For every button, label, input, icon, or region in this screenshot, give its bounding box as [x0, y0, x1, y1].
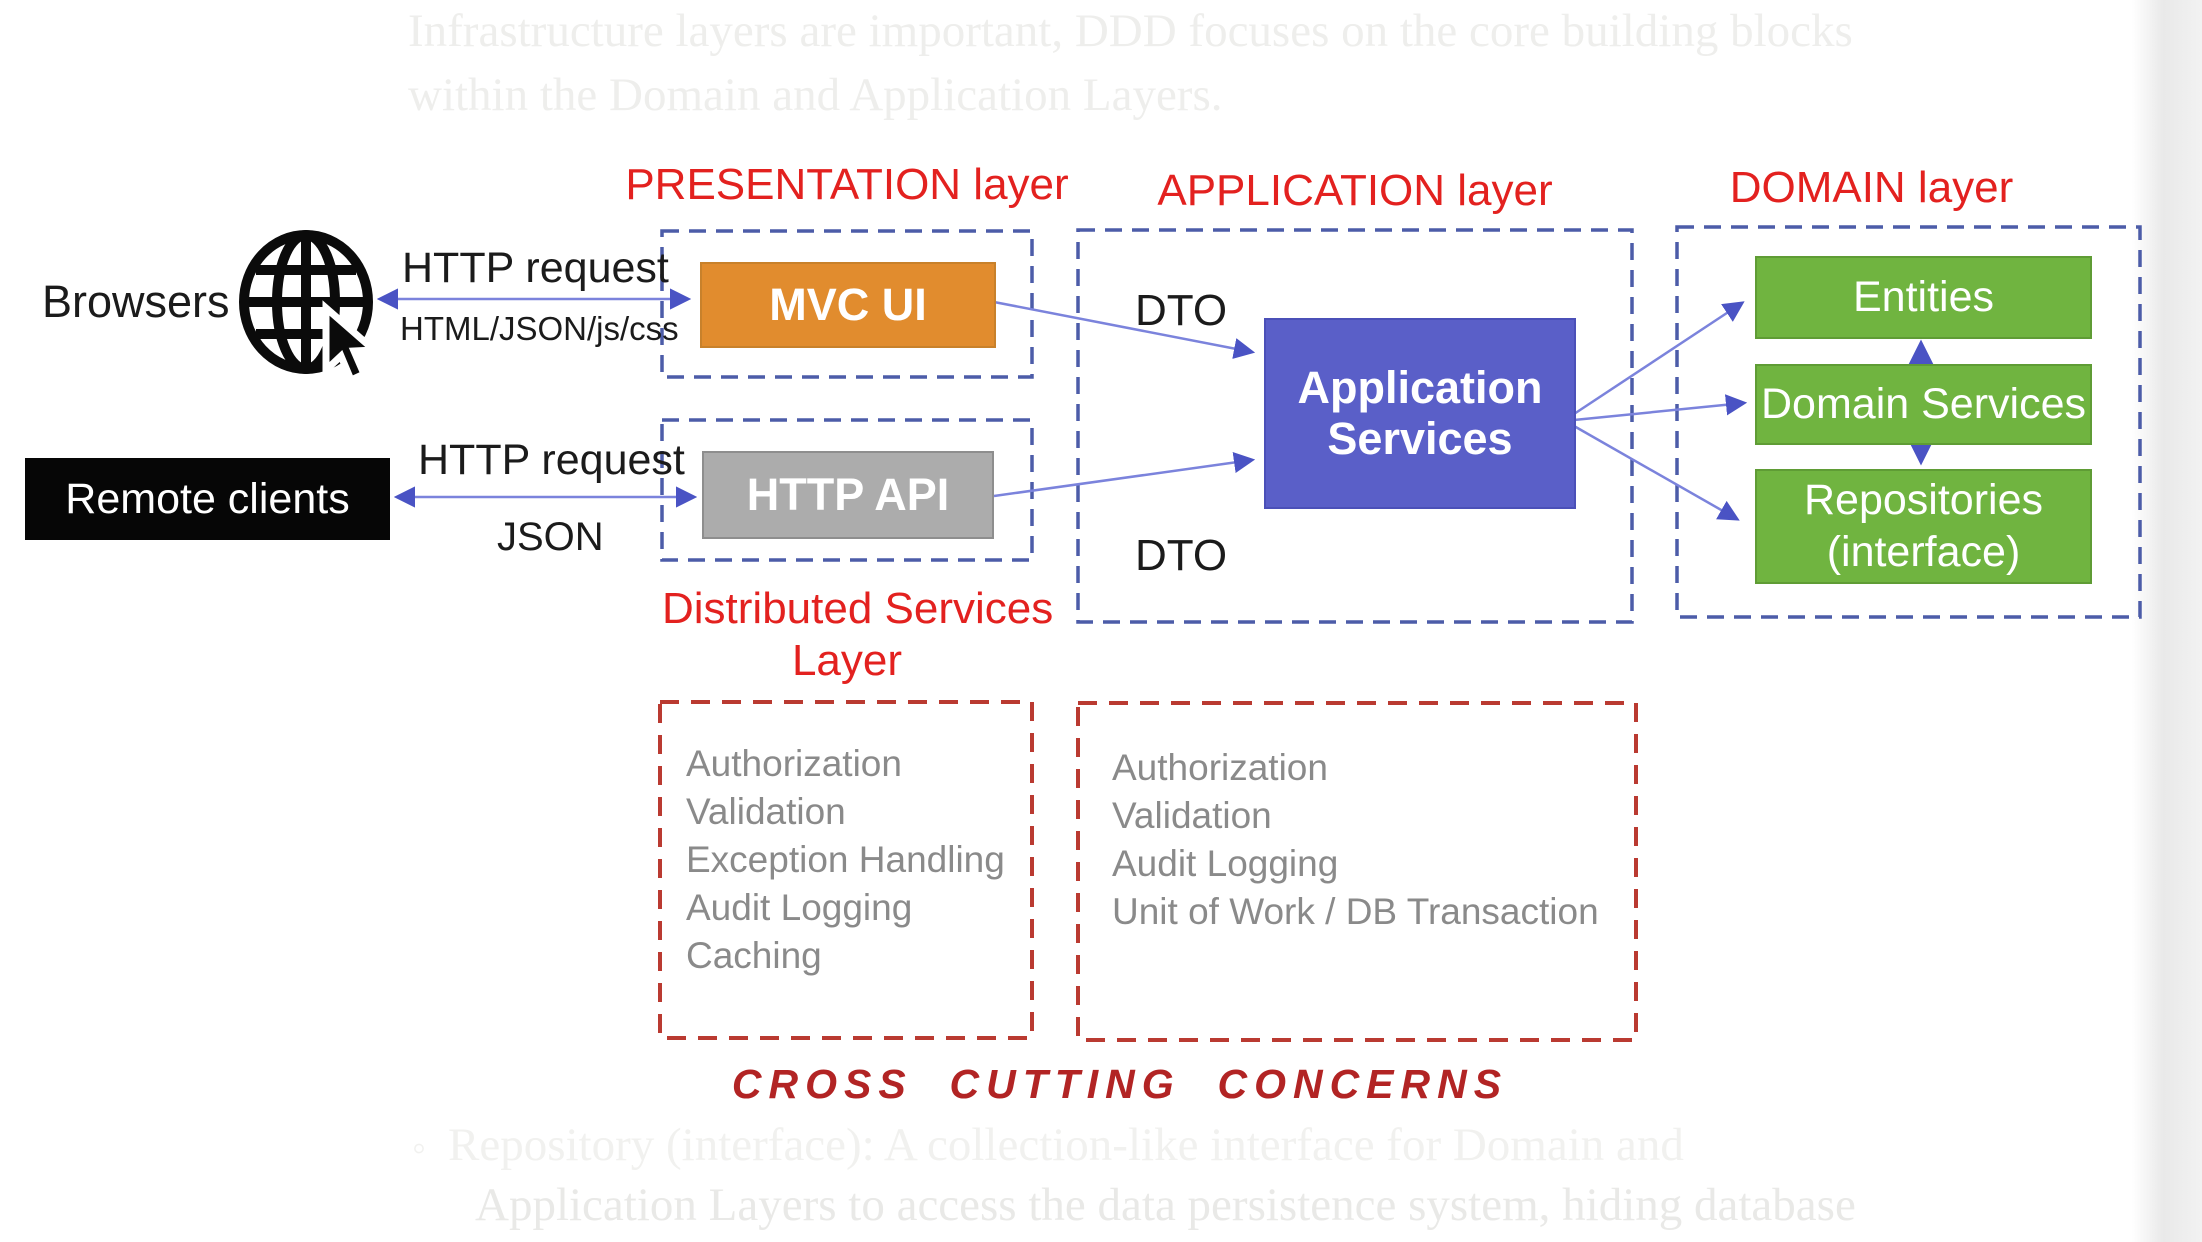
repositories-box: Repositories (interface): [1755, 469, 2092, 584]
remote-clients-box: Remote clients: [25, 458, 390, 540]
mvc-ui-box: MVC UI: [700, 262, 996, 348]
mvc-ui-box-label: MVC UI: [769, 278, 927, 330]
repositories-box-label-line2: (interface): [1826, 527, 2021, 576]
page-edge-shadow: [2132, 0, 2202, 1242]
browsers-http-response-label: HTML/JSON/js/css: [400, 310, 679, 347]
cross-cutting-caption: CROSS CUTTING CONCERNS: [731, 1060, 1509, 1107]
distributed-services-layer-label: Distributed Services Layer: [662, 583, 1054, 687]
remote-clients-box-label: Remote clients: [65, 474, 350, 523]
http-api-box-label: HTTP API: [746, 468, 950, 520]
remote-http-request-label: HTTP request: [418, 436, 685, 484]
list-item: Exception Handling: [686, 839, 1005, 880]
domain-layer-dashed-box: [1675, 225, 2142, 619]
cross-cutting-right-list: Authorization Validation Audit Logging U…: [1112, 744, 1599, 936]
domain-layer-label: DOMAIN layer: [1729, 163, 2014, 212]
list-item: Audit Logging: [1112, 843, 1339, 884]
dto-bottom-label: DTO: [1135, 531, 1228, 580]
application-layer-label: APPLICATION layer: [1157, 166, 1553, 215]
browsers-label: Browsers: [42, 276, 230, 327]
presentation-layer-label: PRESENTATION layer: [625, 160, 1069, 209]
mvcui-appservices-arrow: [993, 300, 1256, 359]
entities-box: Entities: [1755, 256, 2092, 339]
browsers-http-request-label: HTTP request: [402, 244, 669, 292]
list-item: Unit of Work / DB Transaction: [1112, 891, 1599, 932]
domain-services-box-label: Domain Services: [1761, 380, 2086, 429]
dto-top-label: DTO: [1135, 286, 1228, 335]
globe-cursor-icon: [239, 230, 382, 385]
background-text-bottom-line1: Repository (interface): A collection-lik…: [448, 1119, 1684, 1171]
remote-json-label: JSON: [497, 515, 604, 559]
cross-cutting-left-list: Authorization Validation Exception Handl…: [686, 740, 1005, 980]
httpapi-appservices-arrow: [993, 451, 1256, 498]
background-text-bottom-line2: Application Layers to access the data pe…: [475, 1179, 1856, 1231]
appservices-repositories-arrow: [1573, 424, 1740, 521]
distributed-services-layer-label-line2: Layer: [791, 636, 903, 685]
distributed-services-layer-label-line1: Distributed Services: [662, 584, 1054, 633]
appservices-domainservices-arrow: [1573, 394, 1748, 422]
cross-cutting-left-dashed-box: [658, 700, 1034, 1040]
application-services-box: Application Services: [1264, 318, 1576, 509]
http-api-box: HTTP API: [702, 451, 994, 539]
list-item: Validation: [1112, 795, 1272, 836]
domain-services-box: Domain Services: [1755, 364, 2092, 445]
background-text-top-line2: within the Domain and Application Layers…: [408, 69, 1223, 121]
list-item: Authorization: [686, 743, 902, 784]
application-services-box-label-line2: Services: [1327, 412, 1513, 464]
application-layer-dashed-box: [1076, 228, 1634, 624]
cross-cutting-right-dashed-box: [1076, 701, 1638, 1042]
entities-box-label: Entities: [1852, 273, 1994, 322]
appservices-entities-arrow: [1573, 301, 1745, 416]
application-services-box-label-line1: Application: [1297, 362, 1543, 414]
background-text-top-line1: Infrastructure layers are important, DDD…: [408, 5, 1853, 57]
list-item: Caching: [686, 935, 822, 976]
list-item: Authorization: [1112, 747, 1328, 788]
list-item: Validation: [686, 791, 846, 832]
background-text-bottom-bullet: ◦: [412, 1125, 427, 1170]
list-item: Audit Logging: [686, 887, 913, 928]
repositories-box-label-line1: Repositories: [1804, 475, 2043, 524]
